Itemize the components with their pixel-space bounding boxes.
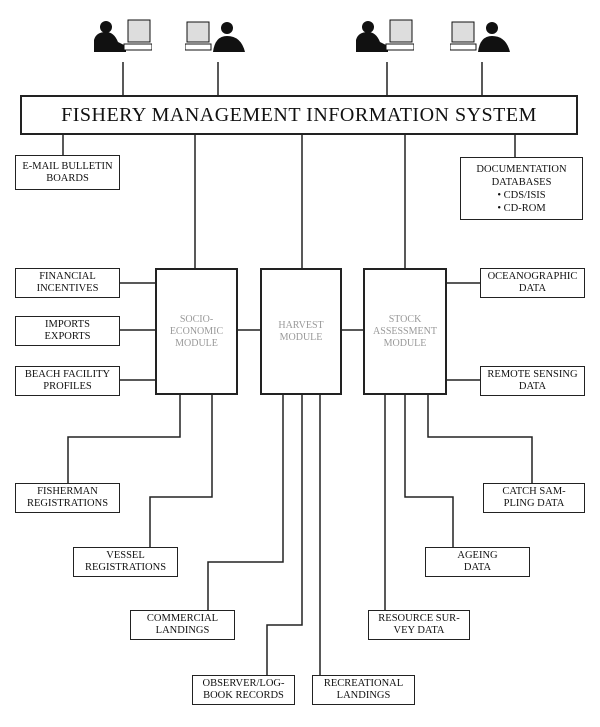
label: IMPORTS: [45, 319, 90, 330]
label: MODULE: [175, 337, 218, 349]
label: RECREATIONAL: [323, 678, 404, 689]
label: DATA: [463, 562, 492, 573]
label: HARVEST: [278, 319, 324, 331]
label: COMMERCIAL: [146, 613, 219, 624]
label: REGISTRATIONS: [84, 562, 167, 573]
label: OBSERVER/LOG-: [202, 678, 285, 689]
resource-survey-box: RESOURCE SUR-VEY DATA: [368, 610, 470, 640]
label: PROFILES: [43, 381, 92, 392]
label: EXPORTS: [44, 331, 91, 342]
label: LANDINGS: [155, 625, 210, 636]
label: BOOK RECORDS: [203, 690, 284, 701]
label: CATCH SAM-: [502, 486, 566, 497]
label: LANDINGS: [336, 690, 391, 701]
system-title: FISHERY MANAGEMENT INFORMATION SYSTEM: [61, 104, 537, 126]
label: DATA: [518, 283, 547, 294]
label: MODULE: [383, 337, 427, 349]
label: MODULE: [279, 331, 323, 343]
label: STOCK: [388, 313, 422, 325]
user-at-computer-icon: [185, 21, 245, 52]
label: INCENTIVES: [36, 283, 99, 294]
label: BOARDS: [46, 172, 89, 184]
label: DATA: [518, 381, 547, 392]
label: • CDS/ISIS: [497, 189, 546, 201]
label: DOCUMENTATION: [476, 163, 567, 175]
label: BEACH FACILITY: [24, 369, 111, 380]
label: REMOTE SENSING: [487, 369, 578, 380]
label: • CD-ROM: [497, 202, 546, 214]
label: SOCIO-: [179, 313, 214, 325]
label: FINANCIAL: [39, 271, 96, 282]
label: ASSESSMENT: [373, 325, 437, 337]
label: RESOURCE SUR-: [378, 613, 460, 624]
catch-sampling-box: CATCH SAM-PLING DATA: [483, 483, 585, 513]
label: PLING DATA: [503, 498, 565, 509]
label: ECONOMIC: [169, 325, 224, 337]
user-at-computer-icon: [356, 19, 414, 52]
label: REGISTRATIONS: [26, 498, 109, 509]
observer-logbook-box: OBSERVER/LOG-BOOK RECORDS: [192, 675, 295, 705]
label: AGEING: [457, 550, 498, 561]
main-system-bar: FISHERY MANAGEMENT INFORMATION SYSTEM: [20, 95, 578, 135]
label: FISHERMAN: [37, 486, 98, 497]
label: DATABASES: [491, 176, 552, 188]
label: VEY DATA: [393, 625, 445, 636]
label: E-MAIL BULLETIN: [22, 160, 113, 172]
label: OCEANOGRAPHIC: [487, 271, 578, 282]
label: VESSEL: [106, 550, 145, 561]
user-at-computer-icon: [450, 21, 510, 52]
user-at-computer-icon: [94, 19, 152, 52]
